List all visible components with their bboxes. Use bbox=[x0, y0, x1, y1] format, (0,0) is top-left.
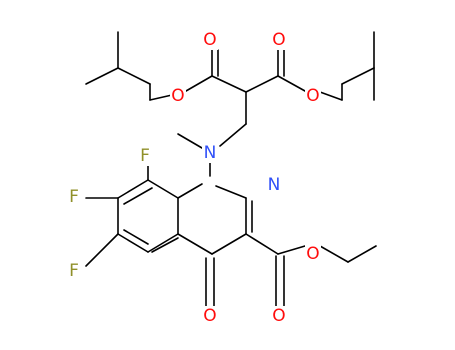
bond-2 bbox=[85, 67, 119, 85]
bond-35 bbox=[147, 233, 179, 253]
bond-22 bbox=[215, 185, 247, 199]
bond-28 bbox=[177, 183, 203, 199]
bond-0 bbox=[117, 67, 151, 85]
atom-label-o_carbonyl_left: O bbox=[203, 30, 216, 50]
bond-26 bbox=[177, 233, 213, 255]
bond-34 bbox=[123, 229, 149, 245]
bond-30 bbox=[117, 179, 149, 199]
bond-39 bbox=[85, 233, 119, 267]
atom-label-bg-n_ring bbox=[266, 175, 282, 195]
bond-8 bbox=[211, 75, 247, 93]
atom-label-o_ester_left: O bbox=[171, 86, 184, 106]
atom-label-bg-o_ester_left bbox=[170, 86, 186, 106]
atom-label-bg-o_ketone bbox=[202, 306, 218, 326]
bond-13 bbox=[319, 91, 343, 101]
atom-label-bg-o_carbonyl_left bbox=[202, 30, 218, 50]
bond-layer bbox=[85, 31, 377, 307]
bond-42 bbox=[245, 233, 279, 255]
atom-label-bg-f_7 bbox=[66, 187, 82, 207]
atom-label-layer: O O O O N N F F F O O O bbox=[66, 30, 321, 326]
atom-label-o_ester_right: O bbox=[306, 86, 319, 106]
atom-label-f_6: F bbox=[69, 261, 79, 281]
atom-label-bg-f_8 bbox=[137, 146, 153, 166]
bond-15 bbox=[341, 67, 375, 85]
bond-5 bbox=[185, 75, 213, 92]
atom-label-bg-o_ester_right bbox=[305, 86, 321, 106]
bond-12 bbox=[277, 75, 306, 92]
bond-36 bbox=[151, 237, 179, 253]
atom-label-o_ketone: O bbox=[203, 306, 216, 326]
atom-label-f_7: F bbox=[69, 187, 79, 207]
bond-25 bbox=[211, 233, 247, 255]
atom-label-o_carbonyl_ethyl: O bbox=[272, 306, 285, 326]
bond-9 bbox=[245, 75, 279, 93]
atom-label-o_carbonyl_right: O bbox=[272, 30, 285, 50]
bond-31 bbox=[123, 187, 153, 205]
bond-29 bbox=[147, 179, 179, 199]
atom-label-n_ring: N bbox=[268, 175, 281, 195]
atom-label-f_8: F bbox=[140, 146, 150, 166]
bond-44 bbox=[319, 245, 349, 263]
atom-label-bg-n_amine bbox=[202, 143, 218, 163]
atom-label-bg-o_carbonyl_right bbox=[271, 30, 287, 50]
atom-label-o_ester_ethyl: O bbox=[306, 244, 319, 264]
bond-45 bbox=[347, 245, 377, 263]
bond-19 bbox=[219, 123, 247, 147]
bond-20 bbox=[177, 133, 203, 149]
atom-label-bg-f_6 bbox=[66, 261, 82, 281]
bond-33 bbox=[117, 233, 149, 253]
atom-label-bg-o_ester_ethyl bbox=[305, 244, 321, 264]
atom-label-n_amine: N bbox=[204, 143, 217, 163]
atom-label-bg-o_carbonyl_ethyl bbox=[271, 306, 287, 326]
bond-43 bbox=[277, 245, 306, 255]
bond-4 bbox=[149, 94, 173, 101]
